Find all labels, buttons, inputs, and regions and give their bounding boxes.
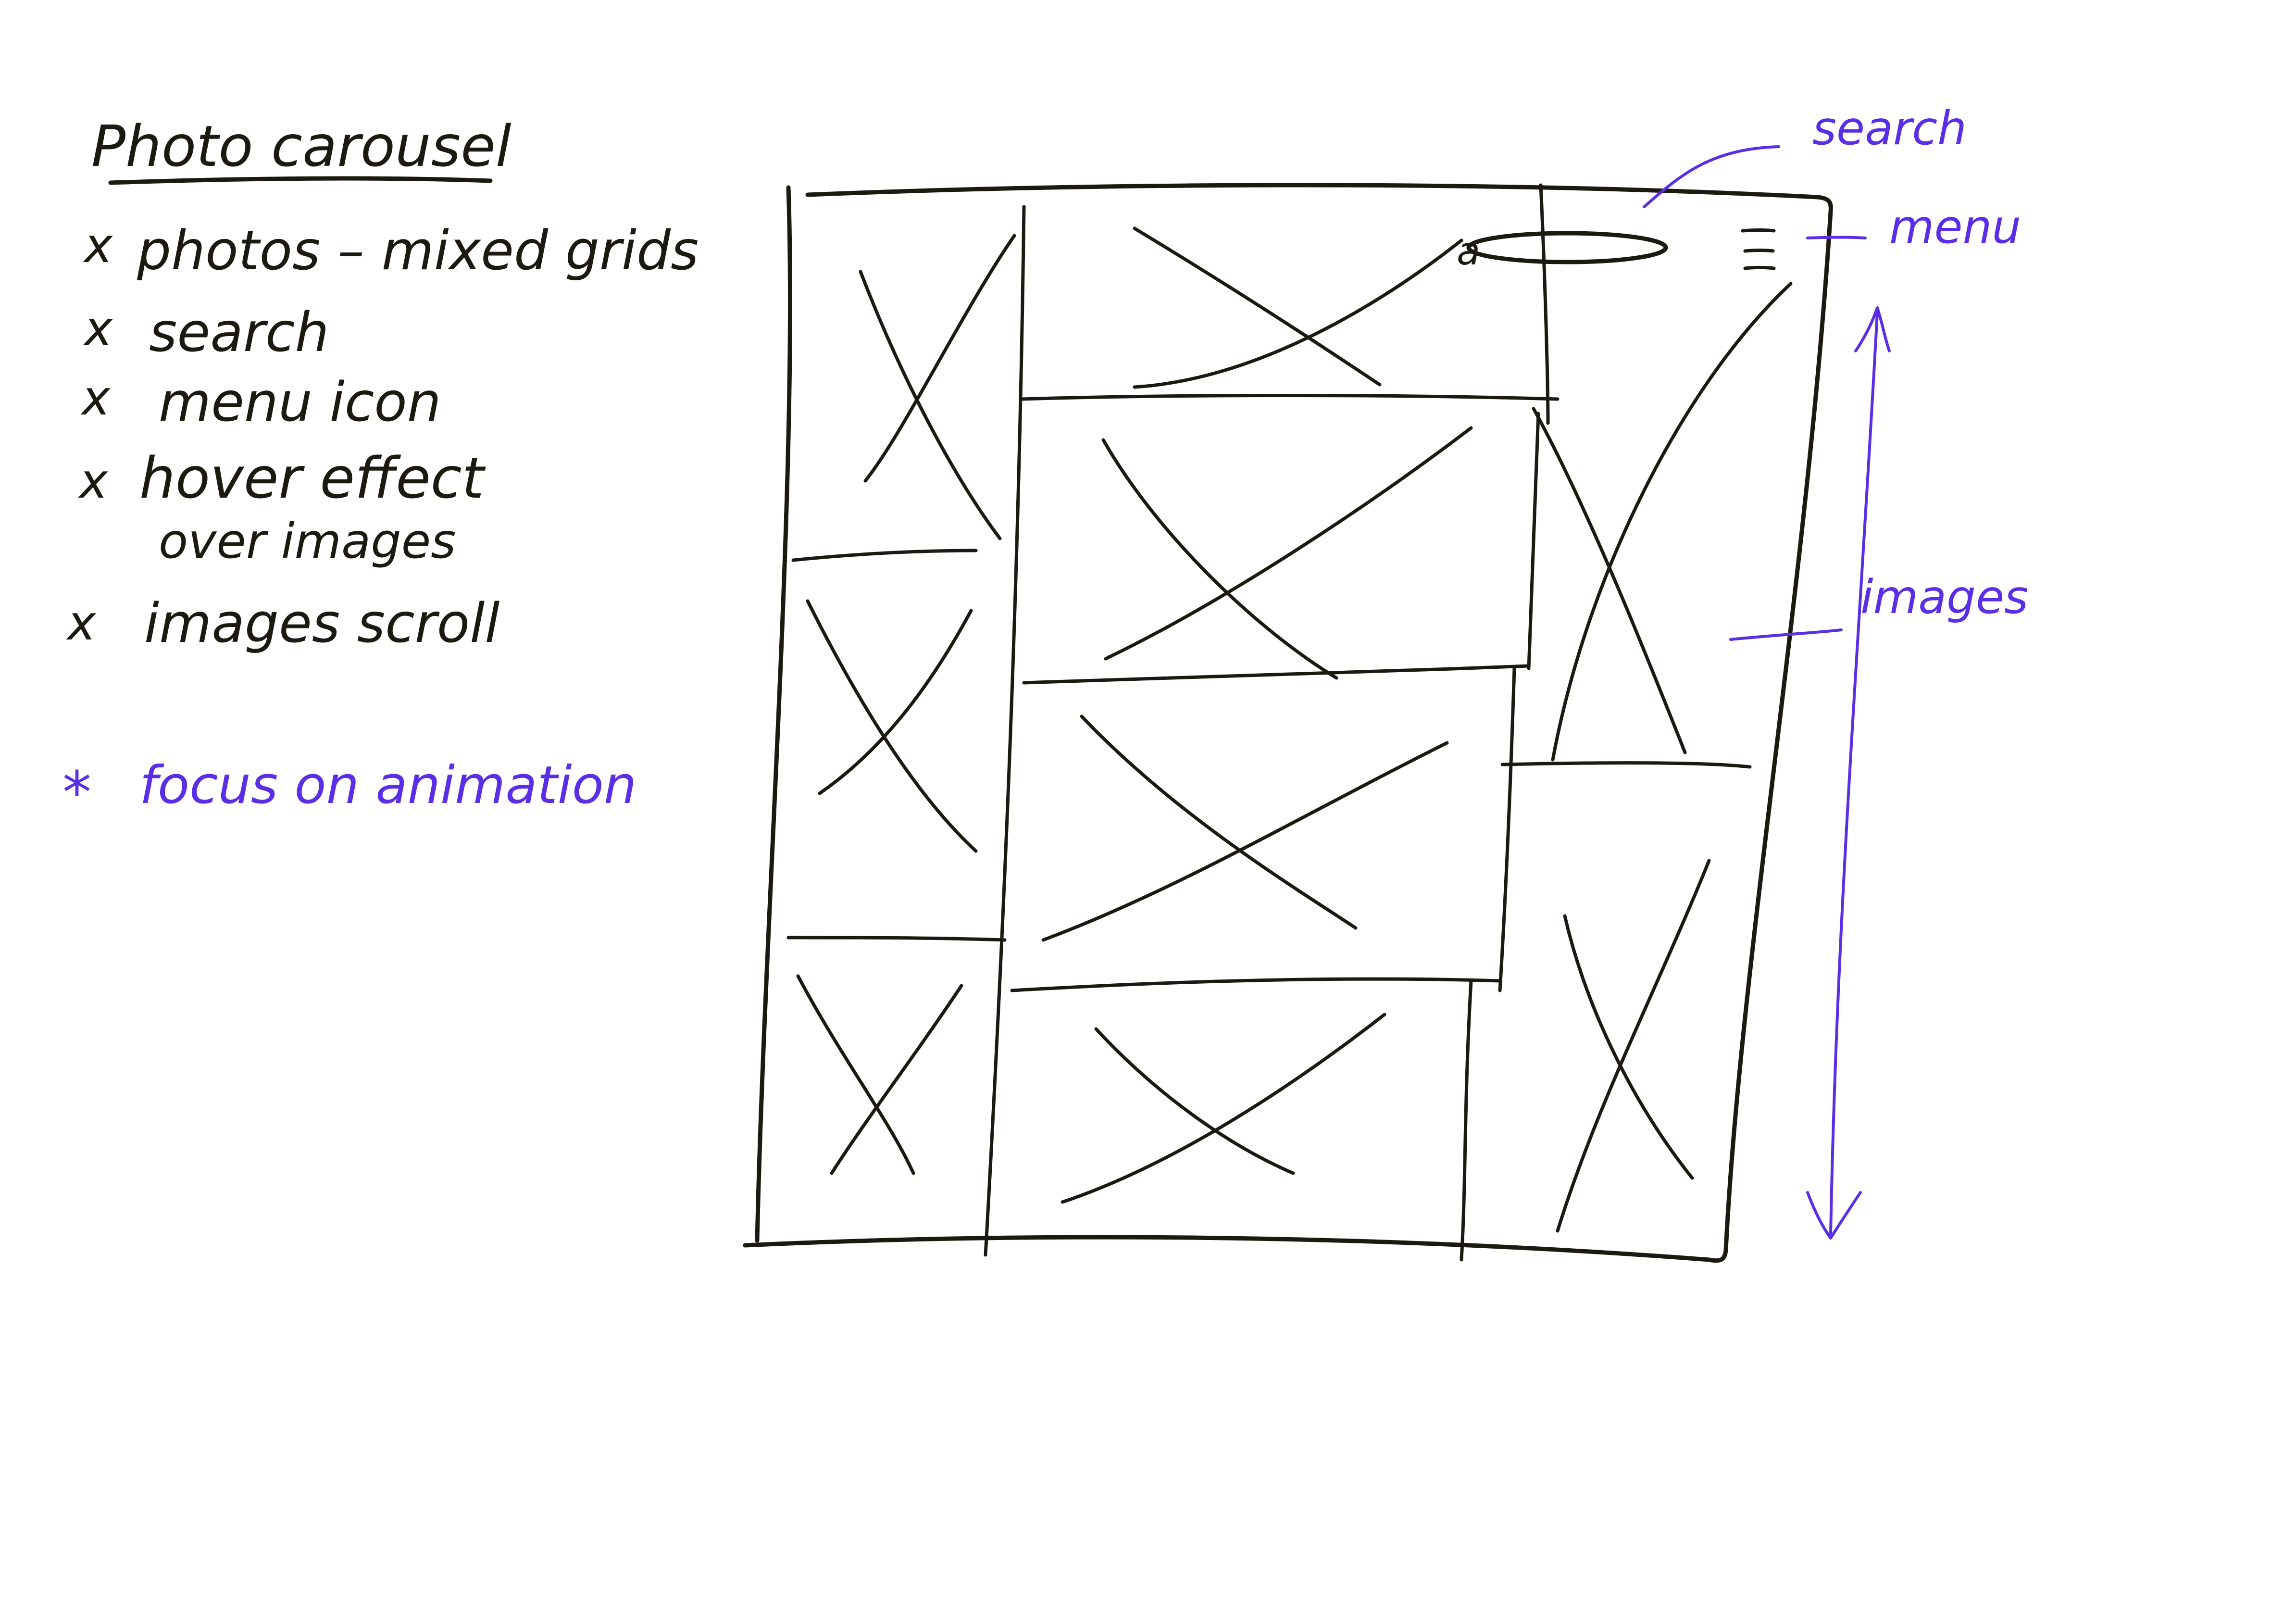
scroll-arrow-head-down — [1806, 1191, 1862, 1240]
image-placeholder-x — [830, 984, 963, 1175]
image-placeholder-x — [806, 599, 978, 853]
image-placeholder-x — [1556, 859, 1711, 1233]
column-divider-1 — [984, 205, 1026, 1257]
note-item-menu-icon: menu icon — [159, 371, 441, 434]
frame-outline — [743, 183, 1833, 1263]
title-underline — [108, 176, 493, 185]
image-placeholder-x — [1061, 1013, 1386, 1204]
annotation-images: images — [1860, 570, 2028, 624]
image-placeholders — [796, 226, 1793, 1233]
focus-note: focus on animation — [139, 755, 636, 815]
notes-panel: Photo carousel x photos – mixed grids x … — [62, 113, 699, 827]
row-divider-col3 — [1500, 761, 1752, 769]
bullet-marker: x — [66, 595, 97, 651]
image-placeholder-x — [1551, 282, 1793, 762]
note-item-scroll: images scroll — [144, 592, 500, 655]
image-placeholder-x — [1133, 226, 1382, 387]
images-callout-line — [1729, 628, 1843, 641]
row-divider-col1-a — [791, 549, 978, 562]
tile-mid-top-right — [1527, 412, 1540, 670]
image-placeholder-x — [1094, 1027, 1295, 1175]
note-item-photos: photos – mixed grids — [137, 220, 699, 282]
bullet-marker: x — [78, 453, 109, 509]
image-placeholder-x — [863, 234, 1016, 483]
tile-mid-mid-bottom — [1010, 977, 1502, 992]
tile-mid-top-bottom — [1022, 664, 1531, 685]
grid-lines — [786, 183, 1752, 1262]
annotations: search menu images — [1643, 101, 2028, 1240]
search-input[interactable] — [1466, 231, 1668, 264]
image-placeholder-x — [1104, 426, 1473, 661]
note-item-hover: hover effect — [139, 445, 486, 511]
frame-left-edge — [755, 185, 793, 1243]
image-placeholder-x — [818, 609, 973, 795]
wireframe-frame — [743, 183, 1833, 1263]
menu-icon[interactable] — [1741, 228, 1776, 270]
image-placeholder-x — [1532, 407, 1687, 754]
search-callout-line — [1643, 145, 1780, 208]
image-placeholder-x — [1041, 741, 1449, 942]
tile-mid-top — [1020, 394, 1560, 401]
note-item-search: search — [149, 301, 329, 364]
header-controls: a — [1457, 228, 1776, 274]
column-divider-3 — [1460, 979, 1473, 1262]
image-placeholder-x — [1563, 914, 1694, 1180]
image-placeholder-x — [1101, 438, 1338, 680]
tile-mid-mid-right — [1498, 666, 1516, 992]
image-placeholder-x — [1133, 238, 1463, 389]
bullet-marker: x — [83, 217, 113, 274]
focus-marker: * — [62, 760, 91, 827]
note-item-hover-cont: over images — [159, 513, 456, 569]
column-divider-2 — [1539, 183, 1550, 425]
bullet-marker: x — [83, 301, 113, 357]
annotation-menu: menu — [1889, 200, 2021, 254]
scroll-arrow — [1829, 311, 1879, 1237]
notes-title: Photo carousel — [91, 113, 512, 179]
image-placeholder-x — [1080, 714, 1358, 930]
row-divider-col1-b — [786, 936, 1007, 942]
bullet-marker: x — [80, 370, 111, 426]
image-placeholder-x — [859, 270, 1002, 540]
annotation-search: search — [1812, 101, 1967, 155]
scroll-arrow-head-up — [1854, 306, 1891, 352]
image-placeholder-x — [796, 974, 915, 1175]
